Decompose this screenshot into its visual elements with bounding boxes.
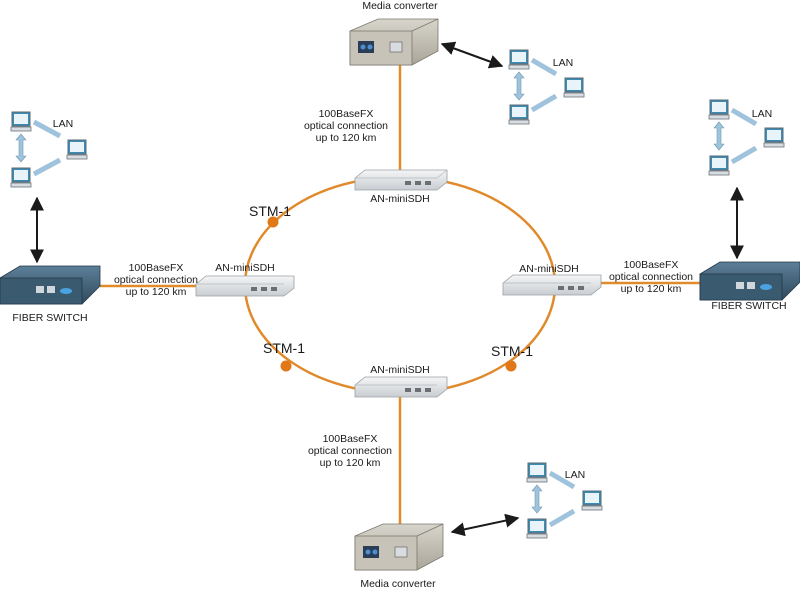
monitor-icon (763, 127, 785, 148)
monitor-icon (66, 139, 88, 160)
node-device-left (195, 275, 295, 297)
media-converter-bottom-label: Media converter (360, 578, 436, 589)
arrow-top-converter-lan (440, 41, 504, 69)
stm-label-bottom-left: STM-1 (263, 340, 305, 356)
stm-dot-bottom-right (505, 360, 517, 372)
monitor-icon (526, 462, 548, 483)
monitor-icon (526, 518, 548, 539)
lan-cluster-left (10, 111, 88, 188)
node-device-right (502, 274, 602, 296)
link-label-left: 100BaseFX optical connection up to 120 k… (113, 262, 199, 298)
node-label-left: AN-miniSDH (215, 262, 275, 274)
link-label-right: 100BaseFX optical connection up to 120 k… (608, 259, 694, 295)
node-device-top (354, 169, 448, 191)
fiber-switch-left-device (0, 265, 101, 305)
monitor-icon (508, 49, 530, 70)
stm-dot-top-left (267, 216, 279, 228)
lan-cluster-top-right (508, 49, 585, 125)
lan-cluster-right (708, 99, 785, 176)
lan-label-bottom: LAN (564, 469, 586, 481)
monitor-icon (708, 99, 730, 120)
link-label-bottom: 100BaseFX optical connection up to 120 k… (307, 433, 393, 469)
monitor-icon (10, 111, 32, 132)
arrow-bottom-converter-lan (450, 513, 520, 537)
monitor-icon (10, 167, 32, 188)
stm-label-bottom-right: STM-1 (491, 343, 533, 359)
lan-arrow-icon (713, 121, 725, 151)
lan-arrow-icon (513, 71, 525, 101)
lan-label-top-right: LAN (552, 57, 574, 69)
media-converter-top-device (349, 18, 439, 66)
stm-dot-bottom-left (280, 360, 292, 372)
monitor-icon (581, 490, 603, 511)
lan-label-right: LAN (751, 108, 773, 120)
media-converter-bottom-device (354, 523, 444, 571)
stm-label-top-left: STM-1 (249, 203, 291, 219)
node-label-top: AN-miniSDH (370, 193, 430, 205)
monitor-icon (708, 155, 730, 176)
lan-label-left: LAN (52, 118, 74, 130)
node-label-right: AN-miniSDH (519, 263, 579, 275)
fiber-switch-right-label: FIBER SWITCH (711, 300, 787, 312)
fiber-switch-right-device (699, 261, 800, 301)
link-label-top: 100BaseFX optical connection up to 120 k… (303, 108, 389, 144)
monitor-icon (508, 104, 530, 125)
lan-cluster-bottom (526, 462, 603, 539)
monitor-icon (563, 77, 585, 98)
media-converter-top-label: Media converter (362, 0, 438, 12)
node-label-bottom: AN-miniSDH (370, 364, 430, 376)
node-device-bottom (354, 376, 448, 398)
lan-arrow-icon (531, 484, 543, 514)
fiber-switch-left-label: FIBER SWITCH (12, 312, 88, 324)
lan-arrow-icon (15, 133, 27, 163)
